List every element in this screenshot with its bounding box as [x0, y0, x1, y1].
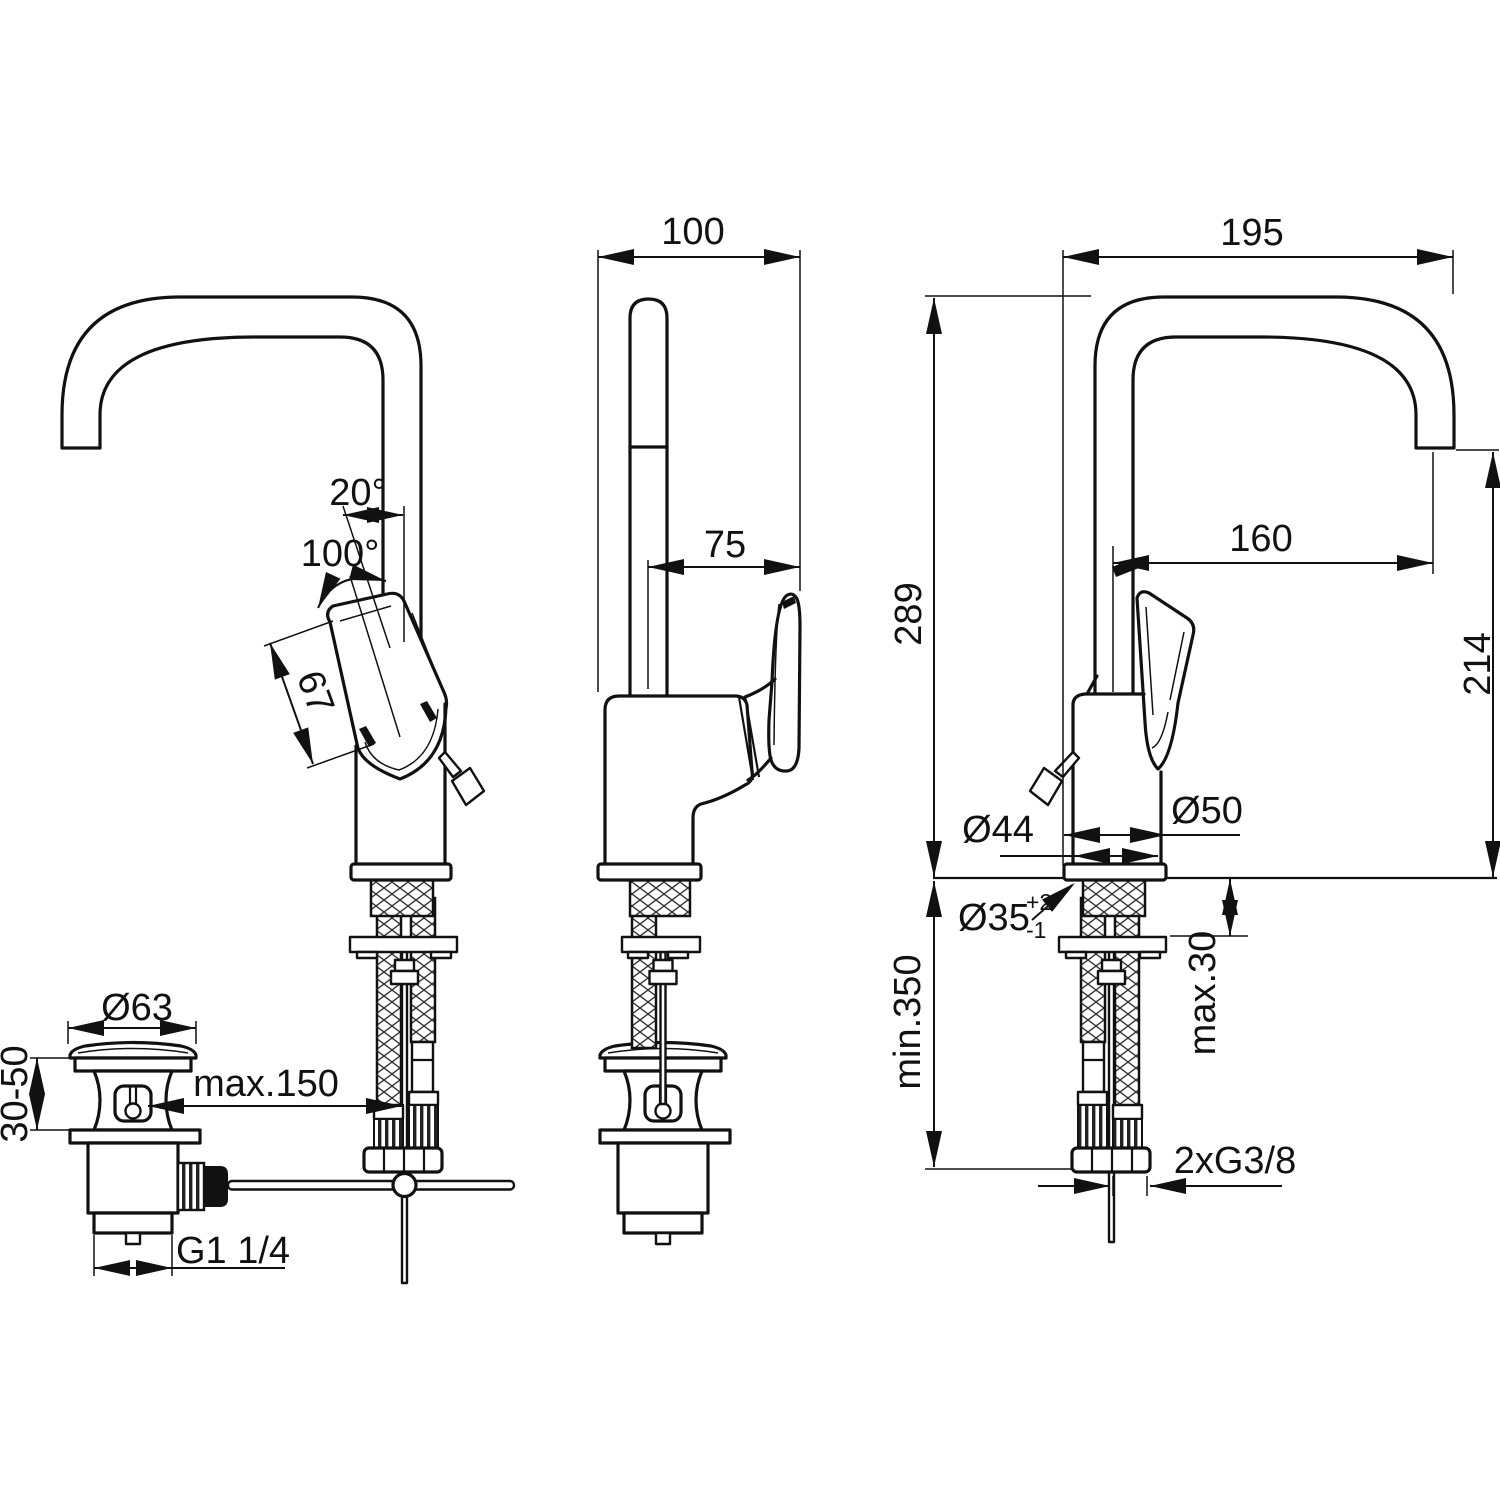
drain-assembly — [68, 1040, 202, 1246]
washer-leg — [1138, 950, 1162, 960]
front-view — [596, 297, 802, 1106]
mounting-washer — [620, 935, 702, 954]
dim-drain-dia-63: Ø63 — [101, 987, 173, 1029]
washer-leg — [626, 950, 650, 960]
escutcheon — [349, 862, 453, 882]
side-view-left — [60, 295, 516, 1285]
handle-right — [1135, 590, 1196, 771]
popup-lever-rod — [226, 1179, 516, 1191]
drain-side-port-cap — [204, 1166, 228, 1207]
rod-nut — [393, 958, 416, 973]
hose-fitting — [1076, 1090, 1109, 1107]
spout-front — [628, 297, 669, 697]
hex-nut-facets — [1090, 1148, 1134, 1172]
spout-right — [1093, 295, 1456, 705]
dim-height-289: 289 — [888, 582, 930, 645]
washer-leg — [666, 950, 690, 960]
supply-hose — [1113, 896, 1141, 1109]
handle-left — [326, 591, 449, 781]
dim-body-dia-44: Ø44 — [962, 809, 1034, 851]
drain-rod-ball — [124, 1102, 142, 1120]
dim-hose-min-350: min.350 — [887, 954, 929, 1089]
hex-nut-facets — [382, 1148, 426, 1172]
handle-inner-lines — [339, 605, 445, 771]
drain-side-port-ribs — [176, 1161, 206, 1212]
hose-fitting-ribs — [408, 1104, 439, 1149]
popup-knob-stem — [437, 750, 463, 779]
rod-nut — [648, 969, 678, 986]
dim-angle-100: 100° — [301, 533, 380, 575]
handle-indicator-mark — [782, 596, 796, 609]
hose-fitting-ribs — [373, 1118, 404, 1149]
washer-leg — [429, 950, 453, 960]
dim-rod-max-150: max.150 — [193, 1063, 339, 1105]
threaded-shank — [1081, 878, 1147, 918]
dim-drain-height-30-50: 30-50 — [0, 1045, 36, 1142]
dim-handle-67: 67 — [288, 665, 342, 719]
dim-handle-offset-75: 75 — [704, 524, 746, 566]
body-joint-line — [737, 695, 761, 781]
dim-hole-tol-plus: +2 — [1026, 889, 1052, 915]
rod-nut — [1096, 969, 1127, 986]
hose-sleeve — [410, 1040, 435, 1094]
popup-knob — [1028, 766, 1064, 807]
drain-flange — [73, 1056, 193, 1073]
escutcheon — [596, 862, 703, 882]
dimensions-front-view: 100 75 — [597, 211, 801, 692]
hose-fitting-ribs — [1112, 1118, 1143, 1149]
hose-fitting-ribs — [1077, 1104, 1108, 1149]
dim-depth-195: 195 — [1220, 212, 1283, 254]
escutcheon — [1062, 862, 1168, 882]
dim-width-100: 100 — [661, 211, 724, 253]
threaded-shank — [628, 878, 692, 918]
rod-nut — [652, 958, 674, 973]
rod-nut — [389, 969, 420, 986]
mounting-washer — [1057, 935, 1168, 954]
body-left — [354, 702, 447, 868]
drain-cap — [68, 1040, 198, 1060]
handle-centerline — [349, 575, 401, 738]
body-front — [603, 694, 754, 868]
washer-leg — [355, 950, 379, 960]
threaded-shank — [369, 878, 435, 918]
hose-fitting — [407, 1090, 440, 1107]
drain-stub — [124, 1231, 142, 1246]
rod-nut — [1100, 958, 1123, 973]
dim-reach-160: 160 — [1229, 518, 1292, 560]
dim-drain-thread-g114: G1 1/4 — [176, 1230, 290, 1272]
drain-tailpiece — [86, 1141, 180, 1215]
supply-hose — [375, 896, 403, 1109]
pull-rod — [1107, 938, 1116, 1244]
dim-angle-20: 20° — [329, 472, 386, 514]
hose-sleeve — [1081, 1040, 1106, 1094]
washer-leg — [1064, 950, 1088, 960]
drain-lower-flange — [68, 1128, 202, 1145]
lever-pivot — [391, 1171, 418, 1199]
popup-knob — [450, 766, 486, 807]
dimensions-drain: Ø63 30-50 max.150 G1 1/4 — [0, 987, 402, 1276]
drain-collar — [92, 1211, 174, 1235]
mounting-washer — [348, 935, 459, 954]
handle-inner-lines — [1145, 606, 1185, 749]
dim-outlet-height-214: 214 — [1457, 632, 1499, 695]
side-view-right — [933, 295, 1497, 1244]
dimensions-right-view: 195 289 160 214 Ø50 Ø44 Ø35 +2 -1 max — [887, 212, 1500, 1196]
dim-base-dia-50: Ø50 — [1171, 790, 1243, 832]
dim-deck-max-30: max.30 — [1182, 931, 1224, 1056]
dim-hole-dia-35: Ø35 — [958, 897, 1030, 939]
body-right — [1071, 674, 1163, 868]
dim-hose-thread-g38: 2xG3/8 — [1174, 1140, 1297, 1182]
drain-side-port — [176, 1161, 228, 1212]
handle-indicator-marks — [359, 701, 437, 747]
dim-hole-tol-minus: -1 — [1026, 917, 1046, 943]
hose-fitting — [1111, 1103, 1144, 1121]
